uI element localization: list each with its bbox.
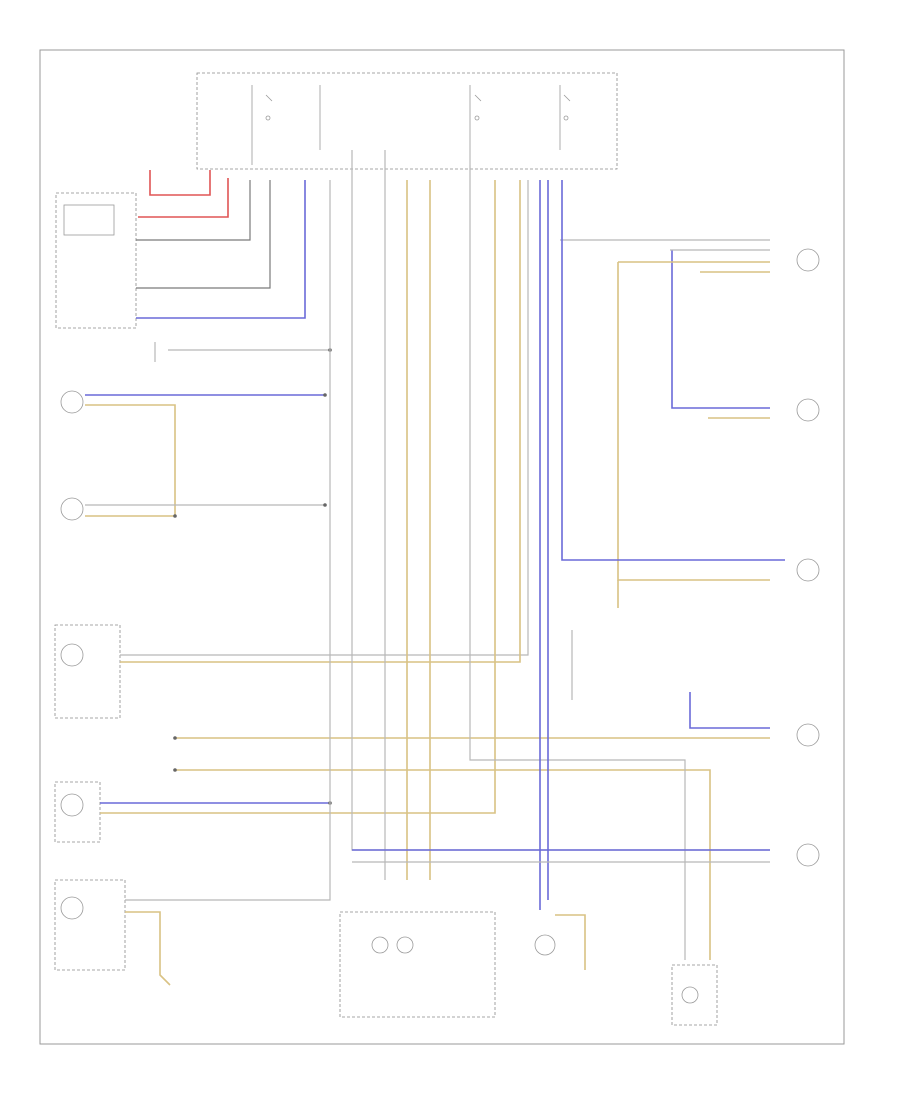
amb-sensor-box bbox=[54, 624, 121, 719]
recirc-motor-symbol bbox=[796, 723, 820, 747]
fresh-motor-symbol bbox=[796, 398, 820, 422]
splice-dot bbox=[323, 503, 327, 507]
ac-control-module bbox=[55, 192, 137, 329]
motor-blue-wire bbox=[671, 250, 770, 409]
mode-tan-wire bbox=[175, 769, 711, 960]
mode-switch-tan-wire bbox=[125, 911, 171, 986]
ac-relay-coil-symbol bbox=[371, 936, 389, 954]
amb-sensor-wire bbox=[120, 180, 529, 656]
module-blue-wire bbox=[136, 180, 306, 319]
recirc-blue-wire bbox=[689, 692, 770, 729]
fuse-icon bbox=[265, 115, 271, 121]
splice-dot bbox=[323, 393, 327, 397]
motor-blue-wire bbox=[561, 180, 785, 561]
mode-switch-symbol bbox=[60, 896, 84, 920]
battery-feed-wire bbox=[138, 178, 229, 218]
amb-sensor-tan-wire bbox=[120, 180, 521, 663]
fuse-icon bbox=[474, 115, 480, 121]
ac-relay-box bbox=[339, 911, 496, 1018]
module-wire bbox=[136, 180, 271, 289]
fan-switch-symbol bbox=[60, 497, 84, 521]
vertical-wire bbox=[469, 165, 686, 960]
splice-dot bbox=[173, 736, 177, 740]
motor-tan-wire bbox=[617, 262, 770, 581]
temp-motor-symbol bbox=[796, 248, 820, 272]
module-relay-symbol bbox=[63, 204, 115, 236]
compressor-light-symbol bbox=[60, 390, 84, 414]
ground-symbol bbox=[681, 986, 699, 1004]
module-wire bbox=[136, 180, 251, 241]
vertical-wire bbox=[351, 150, 770, 851]
compressor-light-tan-wire bbox=[85, 404, 176, 516]
module-ground-wire bbox=[154, 342, 330, 362]
ac-relay-contact-symbol bbox=[396, 936, 414, 954]
mode-switch-box bbox=[54, 879, 126, 971]
mode-switch-wire bbox=[125, 805, 331, 901]
fuse-icon bbox=[563, 115, 569, 121]
compressor-tan-wire bbox=[555, 914, 586, 970]
fuse-relay-box bbox=[196, 72, 618, 170]
diagram-frame bbox=[39, 49, 845, 1045]
splice-dot bbox=[173, 768, 177, 772]
splice-dot bbox=[173, 514, 177, 518]
amb-sensor-symbol bbox=[60, 643, 84, 667]
temp-sensor-symbol bbox=[796, 843, 820, 867]
recirc-switch-symbol bbox=[60, 793, 84, 817]
battery-feed-wire bbox=[149, 170, 211, 196]
ground-box bbox=[671, 964, 718, 1026]
recirc-tan-riser bbox=[100, 180, 496, 814]
fuse-symbols bbox=[265, 94, 571, 102]
compressor-clutch-symbol bbox=[534, 934, 556, 956]
mode-motor-symbol bbox=[796, 558, 820, 582]
recirc-switch-box bbox=[54, 781, 101, 843]
